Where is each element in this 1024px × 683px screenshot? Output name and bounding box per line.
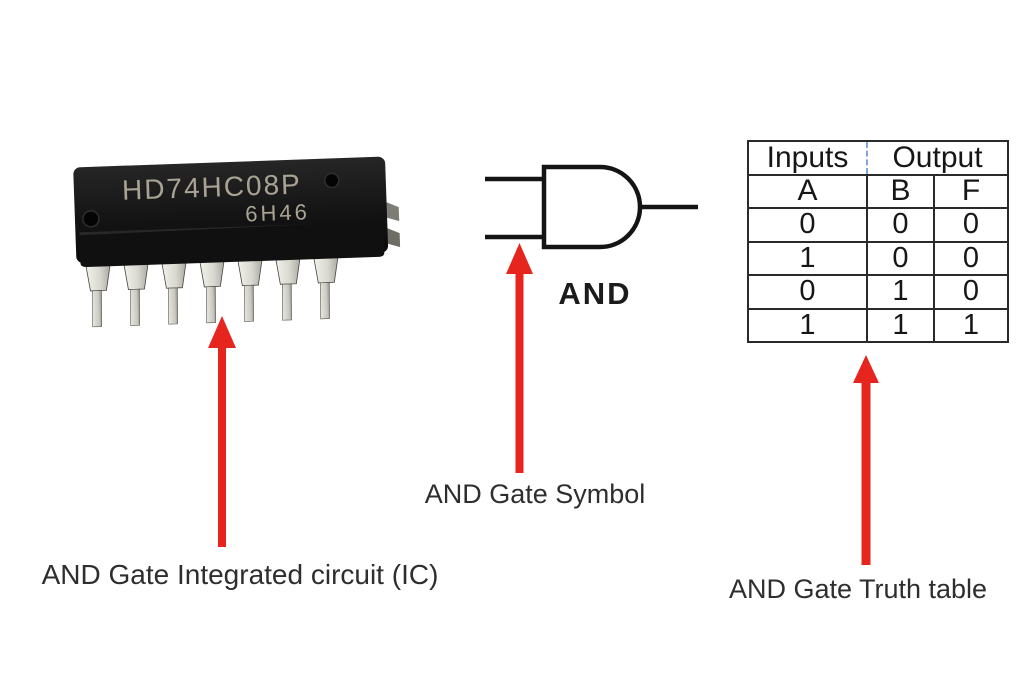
truth-table-header-row: Inputs Output (747, 140, 1009, 176)
ic-pin (122, 260, 149, 326)
truth-cell: 0 (866, 207, 935, 243)
gate-body (541, 164, 643, 250)
ic-pointer-arrow (208, 316, 236, 547)
truth-cell: 1 (866, 274, 935, 310)
ic-pin (198, 257, 225, 324)
ic-pin (85, 261, 111, 328)
ic-date-code: 6H46 (245, 199, 310, 226)
ic-part-number: HD74HC08P (121, 168, 302, 205)
truth-cell: 1 (866, 307, 935, 343)
ic-caption: AND Gate Integrated circuit (IC) (41, 559, 439, 590)
truth-header-inputs: Inputs (747, 140, 868, 176)
ic-pin (274, 255, 301, 321)
truth-cell: 0 (933, 274, 1009, 310)
truth-table-caption: AND Gate Truth table (728, 574, 988, 604)
truth-table-pointer-arrow (853, 355, 879, 565)
truth-cell: 1 (933, 307, 1009, 343)
truth-row: 0 1 0 (747, 274, 1009, 310)
truth-row: 0 0 0 (747, 207, 1009, 243)
truth-col-f: F (933, 173, 1009, 209)
truth-cell: 0 (866, 240, 935, 276)
gate-name-label: AND (558, 276, 632, 311)
truth-header-output: Output (866, 140, 1009, 176)
truth-cell: 1 (747, 240, 868, 276)
truth-col-a: A (747, 173, 868, 209)
gate-pointer-arrow (506, 243, 533, 473)
ic-pin (312, 253, 339, 320)
truth-row: 1 0 0 (747, 240, 1009, 276)
ic-dimple (324, 172, 340, 189)
truth-table-column-row: A B F (747, 173, 1009, 209)
truth-cell: 0 (747, 274, 868, 310)
ic-front-face (79, 220, 385, 268)
truth-row: 1 1 1 (747, 307, 1009, 343)
truth-cell: 1 (747, 307, 868, 343)
truth-col-b: B (866, 173, 935, 209)
truth-cell: 0 (933, 240, 1009, 276)
truth-table: Inputs Output A B F 0 0 0 1 0 0 0 1 0 (747, 140, 1009, 343)
ic-pin (160, 259, 187, 325)
truth-cell: 0 (933, 207, 1009, 243)
ic-chip-photo: HD74HC08P 6H46 (73, 156, 401, 328)
ic-dimple (82, 210, 100, 228)
ic-body-group: HD74HC08P 6H46 (73, 156, 401, 328)
and-gate-symbol (485, 164, 698, 250)
truth-cell: 0 (747, 207, 868, 243)
ic-pin (236, 256, 263, 322)
gate-caption: AND Gate Symbol (424, 479, 646, 509)
